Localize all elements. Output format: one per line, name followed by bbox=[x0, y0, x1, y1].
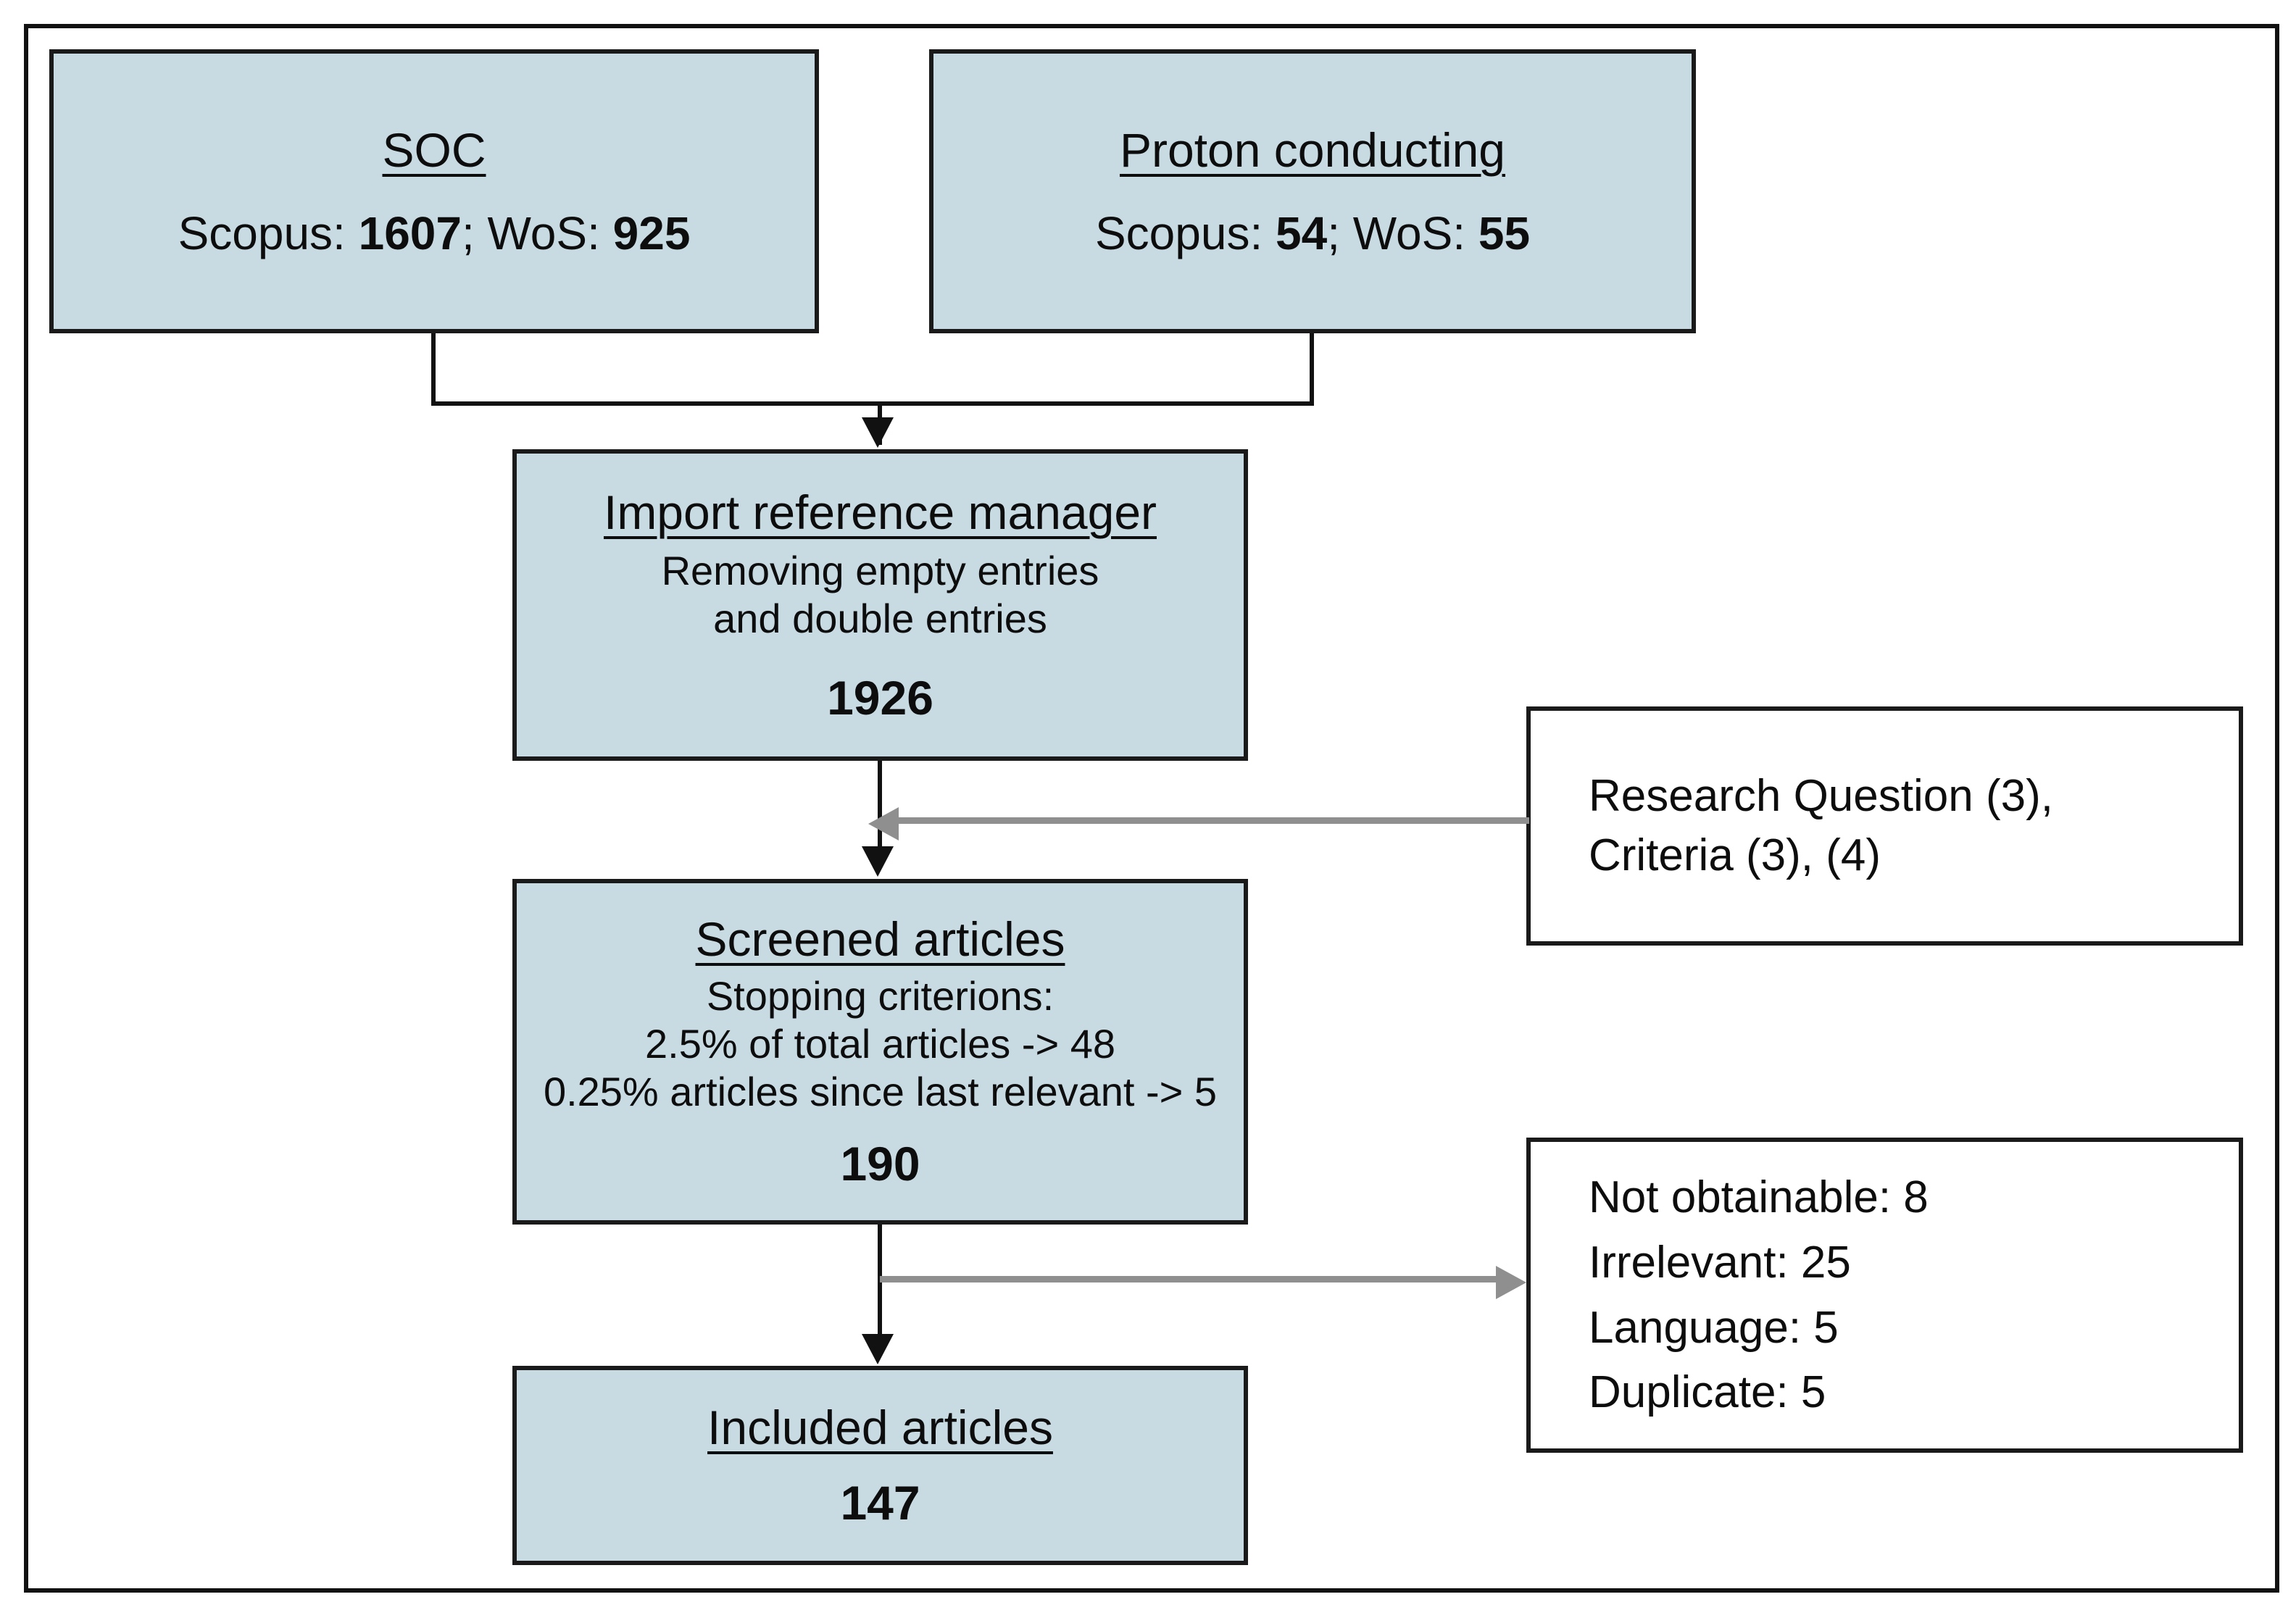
node-import-count: 1926 bbox=[827, 670, 933, 725]
node-screened-subline-2: 2.5% of total articles -> 48 bbox=[644, 1021, 1115, 1067]
arrowhead-to-included-icon bbox=[862, 1334, 894, 1364]
node-soc-stats: Scopus: 1607; WoS: 925 bbox=[178, 208, 691, 259]
node-screened-subline-1: Stopping criterions: bbox=[706, 973, 1055, 1019]
connector-soc-down bbox=[431, 333, 436, 406]
node-included-articles: Included articles 147 bbox=[512, 1366, 1248, 1565]
diagram-outer-frame bbox=[24, 24, 2279, 1593]
research-question-line-2: Criteria (3), (4) bbox=[1589, 830, 1881, 880]
node-import-subline-1: Removing empty entries bbox=[661, 547, 1099, 593]
node-proton-wos-value: 55 bbox=[1478, 207, 1531, 259]
exclusion-line-1: Not obtainable: 8 bbox=[1589, 1172, 1929, 1222]
node-screened-subline-3: 0.25% articles since last relevant -> 5 bbox=[543, 1069, 1218, 1115]
node-screened-articles: Screened articles Stopping criterions: 2… bbox=[512, 879, 1248, 1225]
node-included-title: Included articles bbox=[707, 1401, 1053, 1455]
node-soc-title: SOC bbox=[382, 122, 486, 177]
node-proton-wos-label: ; WoS: bbox=[1327, 207, 1478, 259]
node-import-reference-manager: Import reference manager Removing empty … bbox=[512, 449, 1248, 761]
node-proton-scopus-label: Scopus: bbox=[1094, 207, 1276, 259]
connector-import-to-screened bbox=[878, 761, 882, 849]
node-research-question: Research Question (3), Criteria (3), (4) bbox=[1526, 706, 2243, 946]
node-soc-scopus-label: Scopus: bbox=[178, 207, 359, 259]
node-soc-wos-label: ; WoS: bbox=[461, 207, 613, 259]
node-screened-title: Screened articles bbox=[695, 912, 1065, 967]
connector-research-question-gray bbox=[899, 817, 1529, 824]
connector-exclusions-gray bbox=[880, 1276, 1496, 1282]
node-soc: SOC Scopus: 1607; WoS: 925 bbox=[49, 49, 819, 333]
connector-proton-down bbox=[1310, 333, 1314, 406]
exclusion-line-2: Irrelevant: 25 bbox=[1589, 1237, 1851, 1288]
node-proton-title: Proton conducting bbox=[1119, 122, 1506, 177]
node-included-count: 147 bbox=[840, 1476, 920, 1530]
arrowhead-research-question-icon bbox=[868, 807, 899, 841]
exclusion-line-4: Duplicate: 5 bbox=[1589, 1367, 1826, 1418]
node-import-title: Import reference manager bbox=[603, 485, 1157, 539]
node-soc-scopus-value: 1607 bbox=[358, 207, 462, 259]
arrowhead-to-screened-icon bbox=[862, 846, 894, 877]
node-proton-stats: Scopus: 54; WoS: 55 bbox=[1095, 208, 1530, 259]
connector-merge-horizontal bbox=[431, 401, 1314, 406]
node-soc-wos-value: 925 bbox=[612, 207, 691, 259]
arrowhead-to-import-icon bbox=[862, 417, 894, 448]
arrowhead-exclusions-icon bbox=[1496, 1266, 1526, 1299]
node-screened-count: 190 bbox=[840, 1137, 920, 1191]
node-proton-scopus-value: 54 bbox=[1276, 207, 1328, 259]
node-proton-conducting: Proton conducting Scopus: 54; WoS: 55 bbox=[929, 49, 1696, 333]
exclusion-line-3: Language: 5 bbox=[1589, 1302, 1839, 1353]
node-exclusion-reasons: Not obtainable: 8 Irrelevant: 25 Languag… bbox=[1526, 1138, 2243, 1453]
research-question-line-1: Research Question (3), bbox=[1589, 771, 2053, 822]
node-import-subline-2: and double entries bbox=[713, 595, 1047, 641]
